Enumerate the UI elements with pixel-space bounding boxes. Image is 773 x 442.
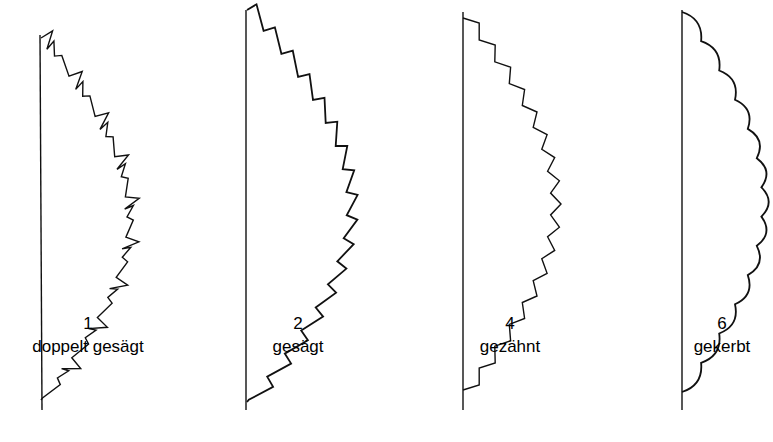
callout-number: 1 xyxy=(83,314,92,334)
dentate-margin xyxy=(463,18,561,390)
margin-type-label: gezähnt xyxy=(480,337,541,357)
callout-number: 6 xyxy=(717,314,726,334)
midrib xyxy=(462,12,463,410)
crenate-margin xyxy=(682,12,769,392)
serrate-margin xyxy=(247,4,358,402)
margin-type-label: doppelt gesägt xyxy=(32,337,144,357)
midrib xyxy=(681,10,682,410)
callout-number: 2 xyxy=(293,314,302,334)
margin-type-label: gekerbt xyxy=(694,337,751,357)
margin-type-label: gesägt xyxy=(272,337,323,357)
midrib xyxy=(245,10,246,410)
callout-number: 4 xyxy=(505,314,514,334)
